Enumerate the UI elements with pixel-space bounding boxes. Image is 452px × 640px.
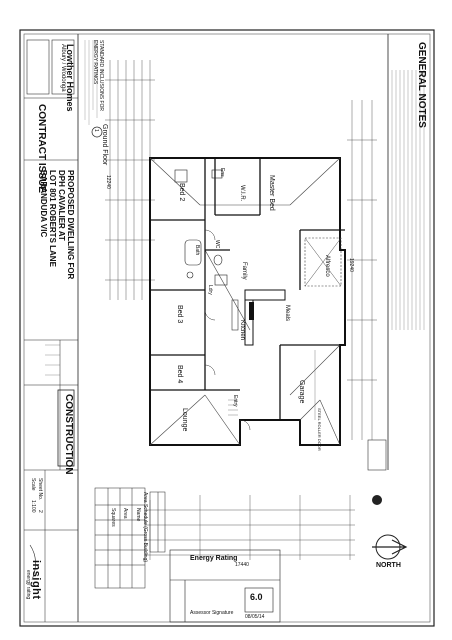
company-name: Lowther Homes: [65, 44, 75, 112]
project-line-2: DPH CAVALIER AT: [57, 170, 66, 241]
project-line-4: BARANDUDA VIC: [39, 170, 48, 238]
room-garage: Garage: [298, 380, 305, 404]
project-line-1: PROPOSED DWELLING FOR: [66, 170, 75, 280]
sheet-label: Sheet No.: [37, 478, 43, 501]
room-entry: Entry: [232, 395, 238, 407]
dim-side: 19240: [348, 258, 354, 272]
energy-ratings-heading: ENERGY RATINGS: [92, 40, 98, 85]
standard-inclusions: STANDARD INCLUSIONS FOR: [98, 40, 104, 112]
area-col-name: Name: [135, 508, 141, 522]
room-family: Family: [241, 262, 247, 280]
energy-rating-title: Energy Rating: [190, 555, 238, 562]
dim-bottom-overall: 17440: [235, 562, 249, 568]
room-bath: Bath: [194, 245, 200, 256]
area-col-area: Area: [122, 508, 128, 519]
room-wc: WC: [214, 240, 220, 249]
area-col-squares: Squares: [110, 508, 116, 527]
ground-floor-number: 1: [93, 129, 99, 132]
room-meals: Meals: [284, 305, 290, 322]
room-bed-3: Bed 3: [176, 305, 183, 324]
room-bed-4: Bed 4: [176, 365, 183, 384]
company-sub: Albury / Wodonga: [60, 44, 66, 92]
room-ldry: Ldry: [207, 285, 213, 295]
room-bed-2: Bed 2: [178, 183, 185, 202]
north-label: NORTH: [376, 562, 401, 569]
sheet-value: 2: [37, 510, 43, 513]
insight-sub: energy rating: [25, 570, 31, 600]
garage-door-note: STEEL ROLLER DOOR: [317, 408, 322, 451]
ground-floor-label: Ground Floor: [101, 124, 108, 166]
room-ens: Ens: [219, 168, 225, 177]
room-alfresco: Alfresco: [324, 255, 330, 277]
scale-label: Scale: [30, 478, 36, 491]
construction-label: CONSTRUCTION: [63, 394, 74, 475]
room-wir: W.I.R.: [239, 185, 245, 202]
energy-rating-date: 08/05/14: [245, 614, 265, 620]
room-kitchen: Kitchen: [239, 320, 245, 341]
north-arrow-icon: [372, 534, 408, 560]
dim-top-overall: 12240: [105, 175, 111, 189]
room-master-bed: Master Bed: [268, 175, 275, 211]
scale-value: 1:100: [30, 500, 36, 513]
area-schedule-title: Area Schedule (Gross Building): [142, 492, 148, 563]
energy-rating-stars: 6.0: [250, 592, 263, 602]
assessor-signature-label: Assessor Signature: [190, 610, 234, 616]
insight-logo: insight: [30, 560, 42, 600]
general-notes-title: GENERAL NOTES: [416, 42, 427, 128]
project-line-3: LOT 801 ROBERTS LANE: [48, 170, 57, 267]
room-lounge: Lounge: [181, 408, 188, 432]
